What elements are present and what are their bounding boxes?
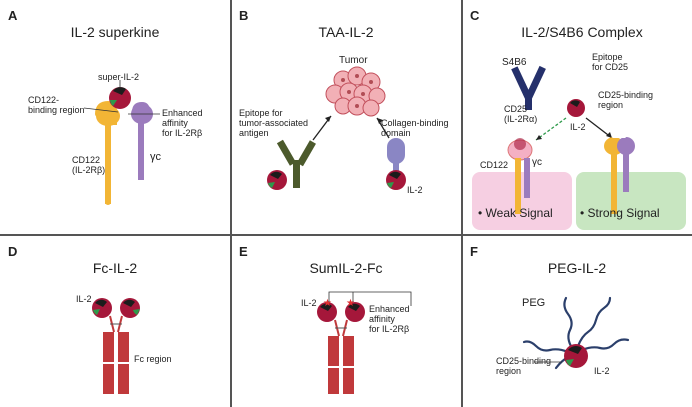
- weak-signal-label: • Weak Signal: [478, 206, 553, 220]
- il2-label-c: IL-2: [570, 122, 586, 132]
- panel-c: C IL-2/S4B6 Complex S4B6 Epitope for CD2…: [462, 0, 692, 234]
- taa-illustration: [267, 66, 406, 190]
- panel-title-d: Fc-IL-2: [92, 260, 138, 276]
- svg-text:★: ★: [346, 298, 355, 309]
- panel-letter-e: E: [239, 244, 248, 259]
- panel-letter-a: A: [8, 8, 18, 23]
- epitope-cd25-label: Epitope for CD25: [592, 52, 629, 72]
- cd122-label-c: CD122: [480, 160, 509, 170]
- panel-letter-f: F: [470, 244, 478, 259]
- gamma-c-label: γc: [150, 151, 161, 163]
- gamma-c-label-c: γc: [532, 157, 542, 168]
- panel-title-e: SumIL-2-Fc: [309, 260, 383, 276]
- il2-label-b: IL-2: [407, 185, 423, 195]
- fc-il2-illustration: [92, 298, 140, 394]
- enhanced-affinity-label-e: Enhanced affinity for IL-2Rβ: [369, 304, 410, 334]
- il2-label-e: IL-2: [301, 298, 317, 308]
- super-il2-label: super-IL-2: [98, 72, 140, 82]
- cd122-binding-region-label: CD122- binding region: [28, 95, 85, 115]
- peg-label: PEG: [522, 297, 546, 309]
- panel-e: E SumIL-2-Fc ★ ★ IL-2 Enhanced affinity …: [231, 236, 461, 407]
- cd122-label: CD122 (IL-2Rβ): [72, 155, 106, 175]
- s4b6-illustration: [472, 65, 686, 230]
- cd25-binding-region-label: CD25-binding region: [598, 90, 654, 110]
- divider-vertical-1: [230, 0, 232, 407]
- panel-title-a: IL-2 superkine: [70, 24, 160, 40]
- divider-horizontal: [0, 234, 692, 236]
- panel-letter-d: D: [8, 244, 18, 259]
- svg-text:★: ★: [323, 298, 332, 309]
- peg-il2-illustration: [522, 296, 630, 370]
- panel-title-b: TAA-IL-2: [318, 24, 374, 40]
- cd25-label: CD25 (IL-2Rα): [504, 104, 538, 124]
- panel-letter-c: C: [470, 8, 480, 23]
- collagen-domain-label: Collagen-binding domain: [381, 118, 449, 138]
- panel-a: A IL-2 superkine super-IL-2 CD122- bindi…: [0, 0, 230, 234]
- panel-title-c: IL-2/S4B6 Complex: [521, 24, 643, 40]
- s4b6-label: S4B6: [502, 57, 527, 68]
- superkine-illustration: [83, 80, 160, 205]
- enhanced-affinity-label: Enhanced affinity for IL-2Rβ: [162, 108, 203, 138]
- divider-vertical-2: [461, 0, 463, 407]
- il2-label-d: IL-2: [76, 294, 92, 304]
- strong-signal-label: • Strong Signal: [580, 206, 660, 220]
- panel-b: B TAA-IL-2 Tumor Epitope for tumor-assoc…: [231, 0, 461, 234]
- panel-f: F PEG-IL-2 PEG CD25-binding region IL-2: [462, 236, 692, 407]
- panel-d: D Fc-IL-2 IL-2 Fc region: [0, 236, 230, 407]
- panel-title-f: PEG-IL-2: [547, 260, 607, 276]
- panel-letter-b: B: [239, 8, 249, 23]
- tumor-label: Tumor: [339, 55, 368, 66]
- sumil2-fc-illustration: ★ ★: [317, 291, 412, 394]
- epitope-taa-label: Epitope for tumor-associated antigen: [239, 108, 309, 138]
- cd25-binding-region-label-f: CD25-binding region: [496, 356, 552, 376]
- fc-region-label: Fc region: [134, 354, 172, 364]
- il2-label-f: IL-2: [594, 366, 610, 376]
